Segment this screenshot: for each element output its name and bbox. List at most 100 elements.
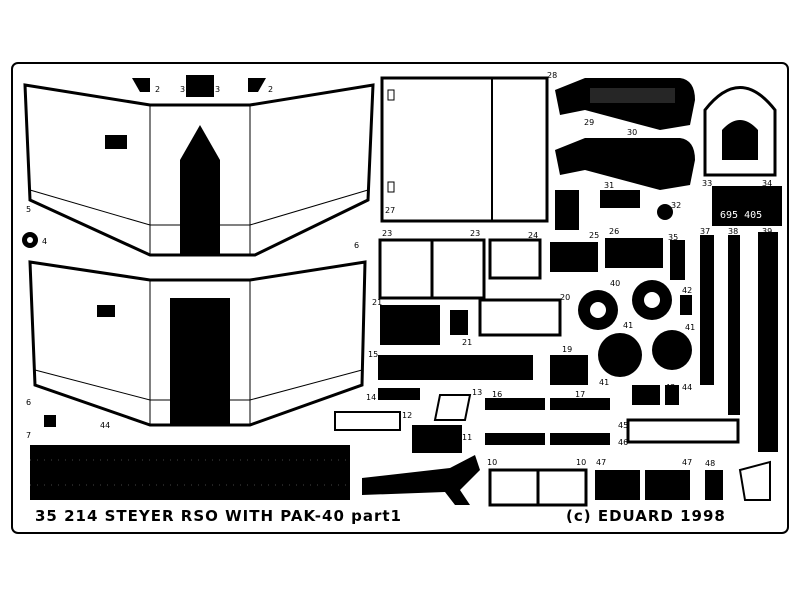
svg-text:30: 30 <box>627 128 637 137</box>
svg-text:28: 28 <box>547 71 557 80</box>
part-3 <box>186 75 214 97</box>
svg-text:13: 13 <box>472 388 482 397</box>
svg-text:44: 44 <box>682 383 692 392</box>
part-25 <box>550 242 598 272</box>
svg-text:21: 21 <box>372 298 382 307</box>
part-long-strip <box>30 445 350 500</box>
part-2 <box>132 78 150 92</box>
copyright-caption: (c) EDUARD 1998 <box>566 507 726 525</box>
svg-text:44: 44 <box>100 421 110 430</box>
svg-text:24: 24 <box>528 231 538 240</box>
svg-text:5: 5 <box>26 205 31 214</box>
part-16 <box>485 398 545 410</box>
part-19 <box>550 355 588 385</box>
part-38 <box>728 235 740 415</box>
svg-text:12: 12 <box>402 411 412 420</box>
part-48b <box>738 460 771 501</box>
svg-text:41: 41 <box>685 323 695 332</box>
part-27 <box>380 76 549 223</box>
fret-caption: 35 214 STEYER RSO WITH PAK-40 part1 <box>35 507 402 525</box>
svg-text:39: 39 <box>762 227 772 236</box>
svg-text:37: 37 <box>700 227 710 236</box>
svg-text:41: 41 <box>623 321 633 330</box>
ref-code: 695 405 <box>720 210 762 221</box>
svg-text:41: 41 <box>599 378 609 387</box>
part-37 <box>700 235 714 385</box>
part-48 <box>705 470 723 500</box>
fret-frame <box>11 62 789 534</box>
svg-text:26: 26 <box>609 227 619 236</box>
svg-text:47: 47 <box>682 458 692 467</box>
svg-text:19: 19 <box>562 345 572 354</box>
part-42 <box>680 295 692 315</box>
svg-text:40: 40 <box>610 279 620 288</box>
svg-text:14: 14 <box>366 393 376 402</box>
reference-plate: 695 405 <box>712 186 782 226</box>
svg-text:6: 6 <box>354 241 359 250</box>
svg-text:31: 31 <box>604 181 614 190</box>
svg-text:21: 21 <box>462 338 472 347</box>
svg-text:17: 17 <box>575 390 585 399</box>
part-24 <box>488 238 542 280</box>
part-39 <box>758 232 778 452</box>
part-17 <box>550 398 610 410</box>
svg-text:16: 16 <box>492 390 502 399</box>
part-5 <box>44 415 56 427</box>
part-10b <box>536 468 588 507</box>
part-44 <box>665 385 679 405</box>
part-29 <box>555 78 695 130</box>
svg-text:27: 27 <box>385 206 395 215</box>
part-47 <box>595 470 640 500</box>
svg-text:2: 2 <box>268 85 273 94</box>
svg-text:23: 23 <box>470 229 480 238</box>
part-lower-shield <box>28 260 367 427</box>
part-11 <box>412 425 462 453</box>
svg-text:48: 48 <box>705 459 715 468</box>
part-43 <box>632 385 660 405</box>
part-28 <box>555 190 579 230</box>
svg-text:34: 34 <box>762 179 772 188</box>
svg-text:10: 10 <box>576 458 586 467</box>
svg-text:35: 35 <box>668 233 678 242</box>
part-23 <box>430 238 486 300</box>
part-15 <box>378 355 533 380</box>
part-9 <box>362 455 480 505</box>
part-36 <box>670 240 685 280</box>
svg-text:6: 6 <box>26 398 31 407</box>
svg-text:23: 23 <box>382 229 392 238</box>
svg-text:3: 3 <box>215 85 220 94</box>
svg-text:38: 38 <box>728 227 738 236</box>
part-41 <box>598 333 642 377</box>
svg-text:7: 7 <box>26 431 31 440</box>
part-45 <box>626 418 740 444</box>
svg-text:10: 10 <box>487 458 497 467</box>
part-22 <box>378 238 434 300</box>
part-17b <box>550 433 610 445</box>
part-1 <box>248 78 266 92</box>
part-32 <box>657 204 673 220</box>
svg-text:15: 15 <box>368 350 378 359</box>
svg-text:32: 32 <box>671 201 681 210</box>
svg-text:43: 43 <box>665 383 675 392</box>
svg-text:9: 9 <box>472 463 477 472</box>
part-30 <box>555 138 695 190</box>
part-14 <box>378 388 420 400</box>
svg-text:29: 29 <box>584 118 594 127</box>
part-31 <box>600 190 640 208</box>
svg-text:20: 20 <box>560 293 570 302</box>
part-10 <box>488 468 540 507</box>
svg-text:33: 33 <box>702 179 712 188</box>
part-18 <box>478 298 562 337</box>
part-number-labels: 2 3 3 2 4 5 6 6 7 44 9 10 10 11 12 13 14… <box>26 71 772 472</box>
part-13 <box>433 394 472 421</box>
part-41b <box>652 330 692 370</box>
part-12 <box>334 411 401 431</box>
svg-text:47: 47 <box>596 458 606 467</box>
svg-text:2: 2 <box>155 85 160 94</box>
svg-text:4: 4 <box>42 237 47 246</box>
svg-text:3: 3 <box>180 85 185 94</box>
svg-text:25: 25 <box>589 231 599 240</box>
svg-text:45: 45 <box>618 421 628 430</box>
part-16b <box>485 433 545 445</box>
